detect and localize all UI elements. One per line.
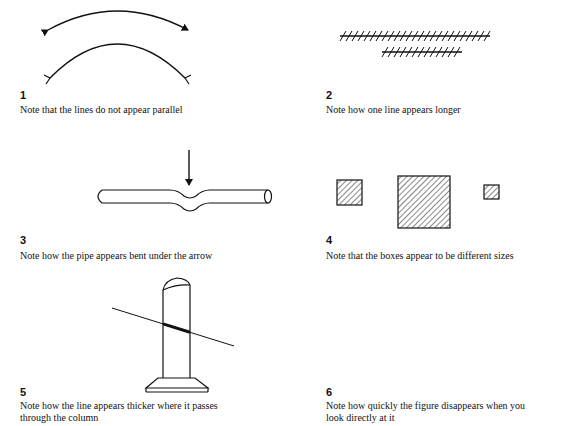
panel-number: 5 — [20, 387, 26, 398]
caption-note: Note that the boxes appear to be differe… — [326, 250, 514, 262]
panel-number: 6 — [326, 387, 332, 398]
line-end — [44, 75, 50, 84]
caption-note: Note how one line appears longer — [326, 104, 461, 116]
hatched-box — [337, 180, 362, 205]
hatched-lines — [340, 31, 490, 57]
caption-note: Note how the line appears thicker where … — [20, 400, 220, 424]
panel-number: 3 — [20, 235, 26, 246]
thick-segment — [163, 324, 190, 332]
pipe — [98, 190, 272, 211]
curved-arrow — [48, 11, 188, 30]
panel-number: 1 — [20, 90, 26, 101]
caption-note: Note how quickly the figure disappears w… — [326, 400, 526, 424]
crossing-line — [112, 308, 234, 346]
panel-number: 4 — [326, 235, 332, 246]
hatched-box — [398, 176, 450, 228]
hatched-box — [484, 185, 499, 199]
curved-line — [50, 44, 185, 78]
caption-note: Note that the lines do not appear parall… — [20, 104, 182, 116]
line-end — [185, 75, 191, 84]
caption-note: Note how the pipe appears bent under the… — [20, 250, 212, 262]
panel-number: 2 — [326, 90, 332, 101]
pointer-arrow — [188, 150, 189, 185]
